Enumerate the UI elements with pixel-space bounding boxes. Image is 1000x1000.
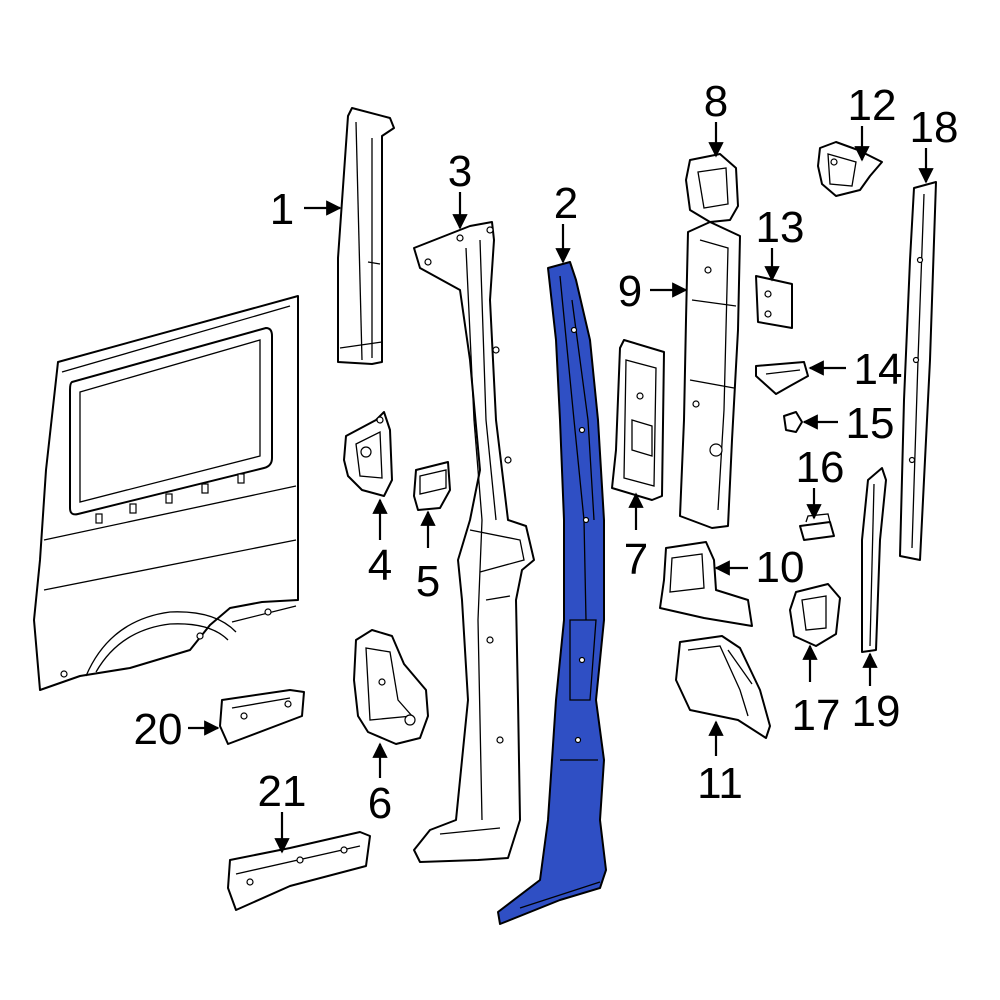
callout-labels: 1 2 3 4 5 6 7 8 9 10 11 12 13 14 15 16 1… — [134, 77, 959, 828]
part-2-pillar-reinforcement — [497, 261, 607, 925]
part-14-bracket — [755, 361, 809, 395]
callout-4: 4 — [368, 541, 392, 590]
part-19-strip — [861, 467, 887, 653]
part-21-rail — [227, 831, 371, 911]
part-5-bracket — [413, 461, 451, 511]
callout-1: 1 — [270, 185, 294, 234]
part-10-panel — [659, 541, 753, 627]
part-1-pillar-trim — [337, 107, 395, 365]
callout-19: 19 — [852, 687, 901, 736]
part-20-plate — [219, 689, 305, 745]
callout-20: 20 — [134, 705, 183, 754]
callout-6: 6 — [368, 779, 392, 828]
callout-11: 11 — [697, 759, 743, 808]
callout-16: 16 — [796, 443, 845, 492]
part-12-bracket — [817, 141, 883, 197]
callout-7: 7 — [624, 535, 648, 584]
callout-10: 10 — [756, 543, 805, 592]
callout-15: 15 — [846, 399, 895, 448]
side-body-panel — [33, 295, 299, 691]
callout-18: 18 — [910, 103, 959, 152]
part-6-lower-bracket — [353, 629, 429, 745]
callout-2: 2 — [554, 179, 578, 228]
callout-13: 13 — [756, 203, 805, 252]
leader-lines — [188, 122, 934, 854]
part-17-bracket — [789, 583, 841, 647]
part-13-plate — [755, 275, 793, 329]
part-9-inner-panel — [679, 221, 741, 529]
callout-9: 9 — [618, 267, 642, 316]
callout-21: 21 — [258, 767, 307, 816]
callout-8: 8 — [704, 77, 728, 126]
part-4-bracket — [343, 411, 393, 497]
part-15-clip — [783, 411, 803, 433]
callout-3: 3 — [448, 147, 472, 196]
part-18-rail — [899, 181, 937, 561]
part-8-cap — [685, 153, 739, 223]
callout-5: 5 — [416, 557, 440, 606]
part-3-inner-pillar — [413, 221, 535, 863]
callout-17: 17 — [792, 691, 841, 740]
part-11-panel — [675, 635, 771, 739]
callout-12: 12 — [848, 81, 897, 130]
callout-14: 14 — [854, 345, 903, 394]
part-7-panel — [611, 339, 665, 501]
part-16-bracket — [799, 513, 835, 541]
